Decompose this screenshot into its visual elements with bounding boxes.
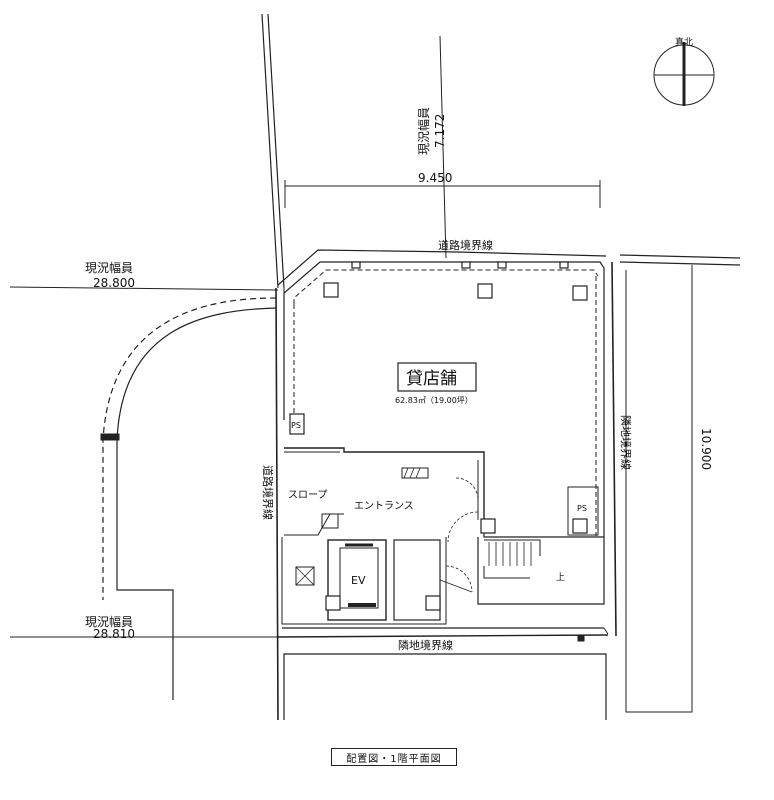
- elevator-label: EV: [351, 574, 366, 587]
- bottom-boundary: [277, 634, 609, 720]
- left-road-width-value-upper: 28.800: [93, 276, 135, 290]
- left-road-width-value-lower: 28.810: [93, 627, 135, 641]
- compass-label: 真北: [675, 36, 693, 48]
- top-road-boundary-label: 道路境界線: [438, 238, 493, 252]
- slope-label: スロープ: [288, 489, 327, 501]
- frontage-dimension-line: [284, 180, 601, 208]
- stair-up-label: 上: [556, 572, 565, 583]
- curved-sidewalk: [100, 297, 277, 700]
- shop-area: 62.83㎡（19.00坪）: [395, 396, 473, 405]
- top-road-boundary-line: [277, 249, 741, 286]
- right-boundary-label: 隣地境界線: [619, 415, 633, 470]
- upper-road-dimension-line: [9, 286, 279, 291]
- depth-dimension-value: 10.900: [699, 428, 713, 470]
- road-edge-lines: [261, 13, 447, 289]
- left-road-width-label-upper: 現況幅員: [85, 260, 133, 275]
- shop-name: 貸店舗: [406, 369, 457, 389]
- left-road-width-label-lower: 現況幅員: [85, 614, 133, 629]
- top-road-width-label: 現況幅員: [416, 107, 431, 155]
- bottom-boundary-label: 隣地境界線: [398, 638, 453, 652]
- structural-columns: [289, 261, 588, 611]
- entrance-label: エントランス: [354, 500, 414, 512]
- shop-name-box: [397, 362, 477, 392]
- left-road-boundary-line: [275, 287, 285, 721]
- right-neighbor: [603, 261, 693, 713]
- left-road-boundary-label: 道路境界線: [261, 465, 275, 520]
- north-arrow-icon: [653, 42, 715, 106]
- ps-right-label: PS: [577, 504, 587, 513]
- ps-left-label: PS: [291, 421, 301, 430]
- drawing-caption: 配置図・1階平面図: [331, 748, 457, 766]
- top-road-width-value: 7.172: [433, 114, 447, 148]
- building-outline: [281, 261, 605, 629]
- frontage-dimension-value: 9.450: [418, 171, 452, 185]
